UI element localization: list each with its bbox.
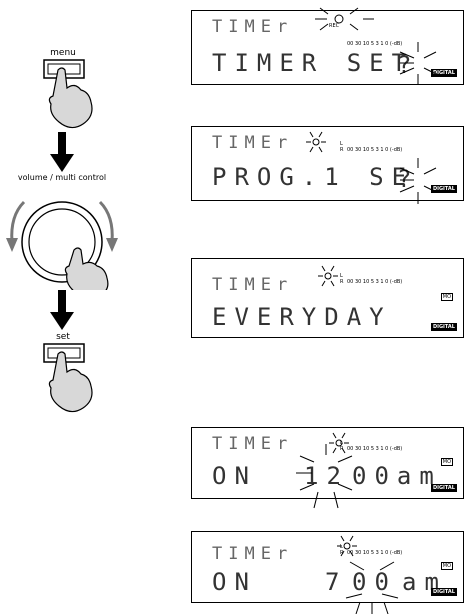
level-scale: 00 30 10 5 3 1 0 (-dB): [347, 279, 403, 285]
pointing-hand-icon: [48, 351, 93, 413]
hour-blink: [296, 444, 353, 509]
timer-icon-blink-3: [318, 265, 338, 287]
question-blink-1: [399, 42, 437, 84]
display-main-text: ON: [212, 462, 257, 490]
digital-badge: DIGITAL: [430, 69, 457, 77]
level-scale: 00 30 10 5 3 1 0 (-dB): [347, 446, 403, 452]
pointing-hand-icon: [48, 67, 93, 129]
timer-icon-blink-5: [337, 535, 357, 557]
level-scale: 00 30 10 5 3 1 0 (-dB): [347, 147, 403, 153]
minute-blink: [345, 561, 399, 614]
mode-badge: MO: [440, 562, 453, 570]
display-main-text: TIMER SET: [212, 49, 415, 77]
digital-badge: DIGITAL: [430, 323, 457, 331]
timer-indicator: TIMEr: [212, 275, 294, 295]
rec-badge: REC: [329, 23, 340, 29]
timer-indicator: TIMEr: [212, 17, 294, 37]
minute-value: 00am: [352, 462, 442, 490]
set-button[interactable]: [30, 326, 130, 426]
pointing-hand-icon: [64, 247, 109, 290]
hour-value: 7: [325, 568, 348, 596]
down-arrow-icon: [50, 290, 74, 330]
timer-indicator: TIMEr: [212, 434, 294, 454]
set-label: set: [56, 332, 70, 342]
timer-icon-blink-1: [315, 7, 374, 31]
mode-badge: MO: [440, 458, 453, 466]
level-scale: 00 30 10 5 3 1 0 (-dB): [347, 41, 403, 47]
level-scale: 00 30 10 5 3 1 0 (-dB): [347, 550, 403, 556]
timer-indicator: TIMEr: [212, 544, 294, 564]
display-main-text: PROG.1 SE: [212, 163, 415, 191]
display-main-text: EVERYDAY: [212, 303, 392, 331]
question-blink-2: [399, 158, 437, 204]
menu-button[interactable]: [30, 40, 130, 140]
minute-value: 00: [352, 568, 397, 596]
digital-badge: DIGITAL: [430, 588, 457, 596]
display-main-text: ON: [212, 568, 257, 596]
volume-label: volume / multi control: [17, 173, 107, 182]
question-mark: ?: [397, 165, 412, 193]
digital-badge: DIGITAL: [430, 185, 457, 193]
volume-knob[interactable]: [0, 180, 135, 290]
menu-label: menu: [50, 48, 76, 58]
mode-badge: MO: [440, 293, 453, 301]
question-mark: ?: [397, 51, 412, 79]
down-arrow-icon: [50, 132, 74, 172]
timer-icon-blink-2: [306, 131, 326, 153]
digital-badge: DIGITAL: [430, 484, 457, 492]
timer-indicator: TIMEr: [212, 133, 294, 153]
timer-icon-blink-4: [329, 432, 349, 454]
